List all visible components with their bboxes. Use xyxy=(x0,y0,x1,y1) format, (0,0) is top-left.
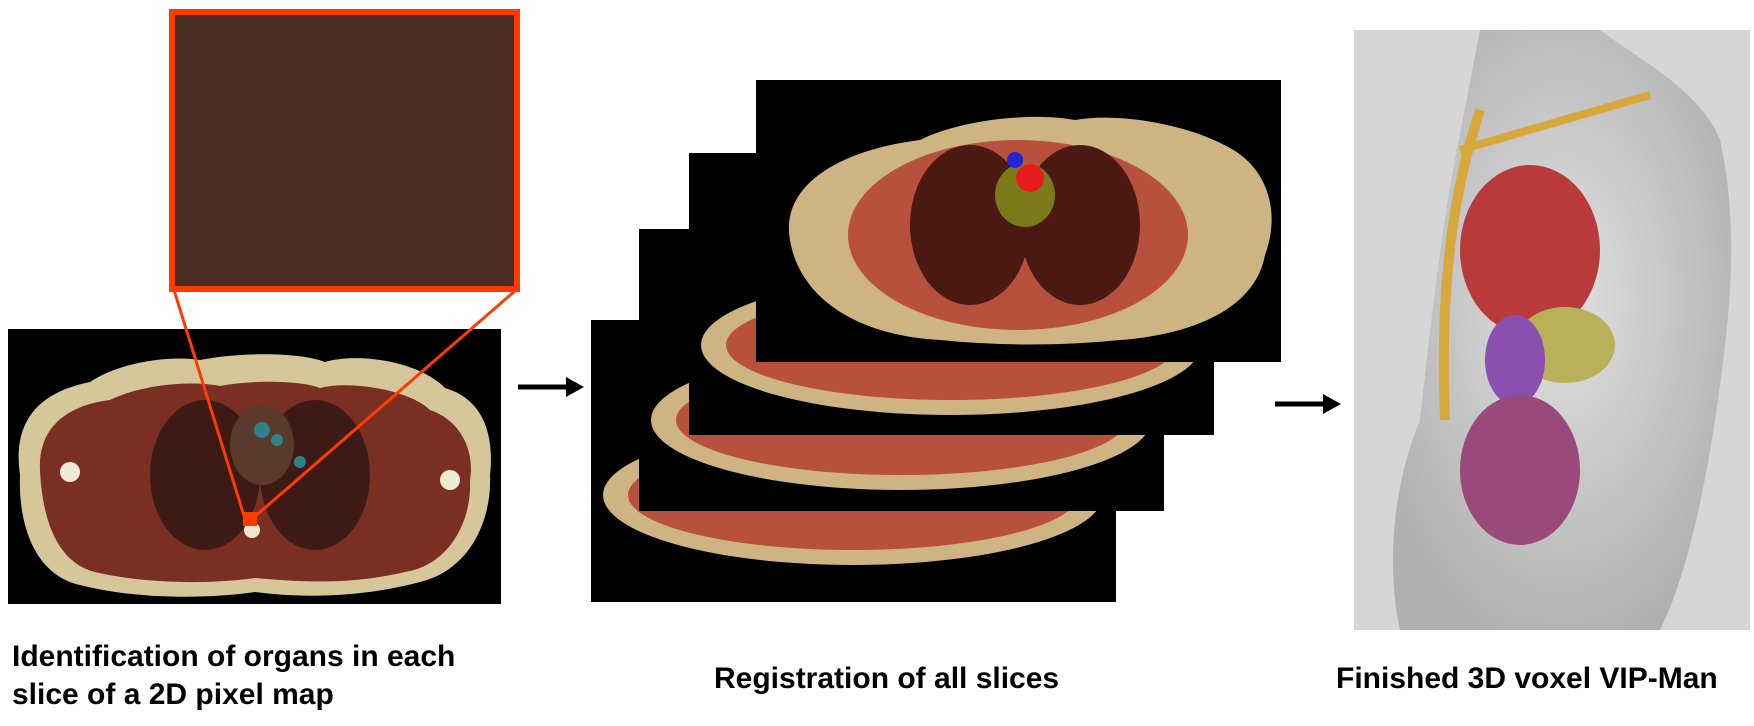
registration-caption: Registration of all slices xyxy=(714,660,1059,698)
pixel-mosaic xyxy=(172,12,517,289)
right-arrow-icon xyxy=(518,377,584,397)
identification-caption-line1: Identification of organs in each xyxy=(12,638,455,676)
anatomical-photo-slice xyxy=(8,329,501,604)
segmented-slice-stack xyxy=(591,80,1281,602)
identification-caption: Identification of organs in each slice o… xyxy=(12,638,455,714)
right-arrow-icon xyxy=(1275,394,1341,414)
vip-man-3d-phantom xyxy=(1354,30,1750,630)
identification-caption-line2: slice of a 2D pixel map xyxy=(12,676,455,714)
segmented-slice-1 xyxy=(756,80,1281,362)
finished-caption: Finished 3D voxel VIP-Man xyxy=(1336,660,1718,698)
zoom-source-marker xyxy=(243,512,257,526)
